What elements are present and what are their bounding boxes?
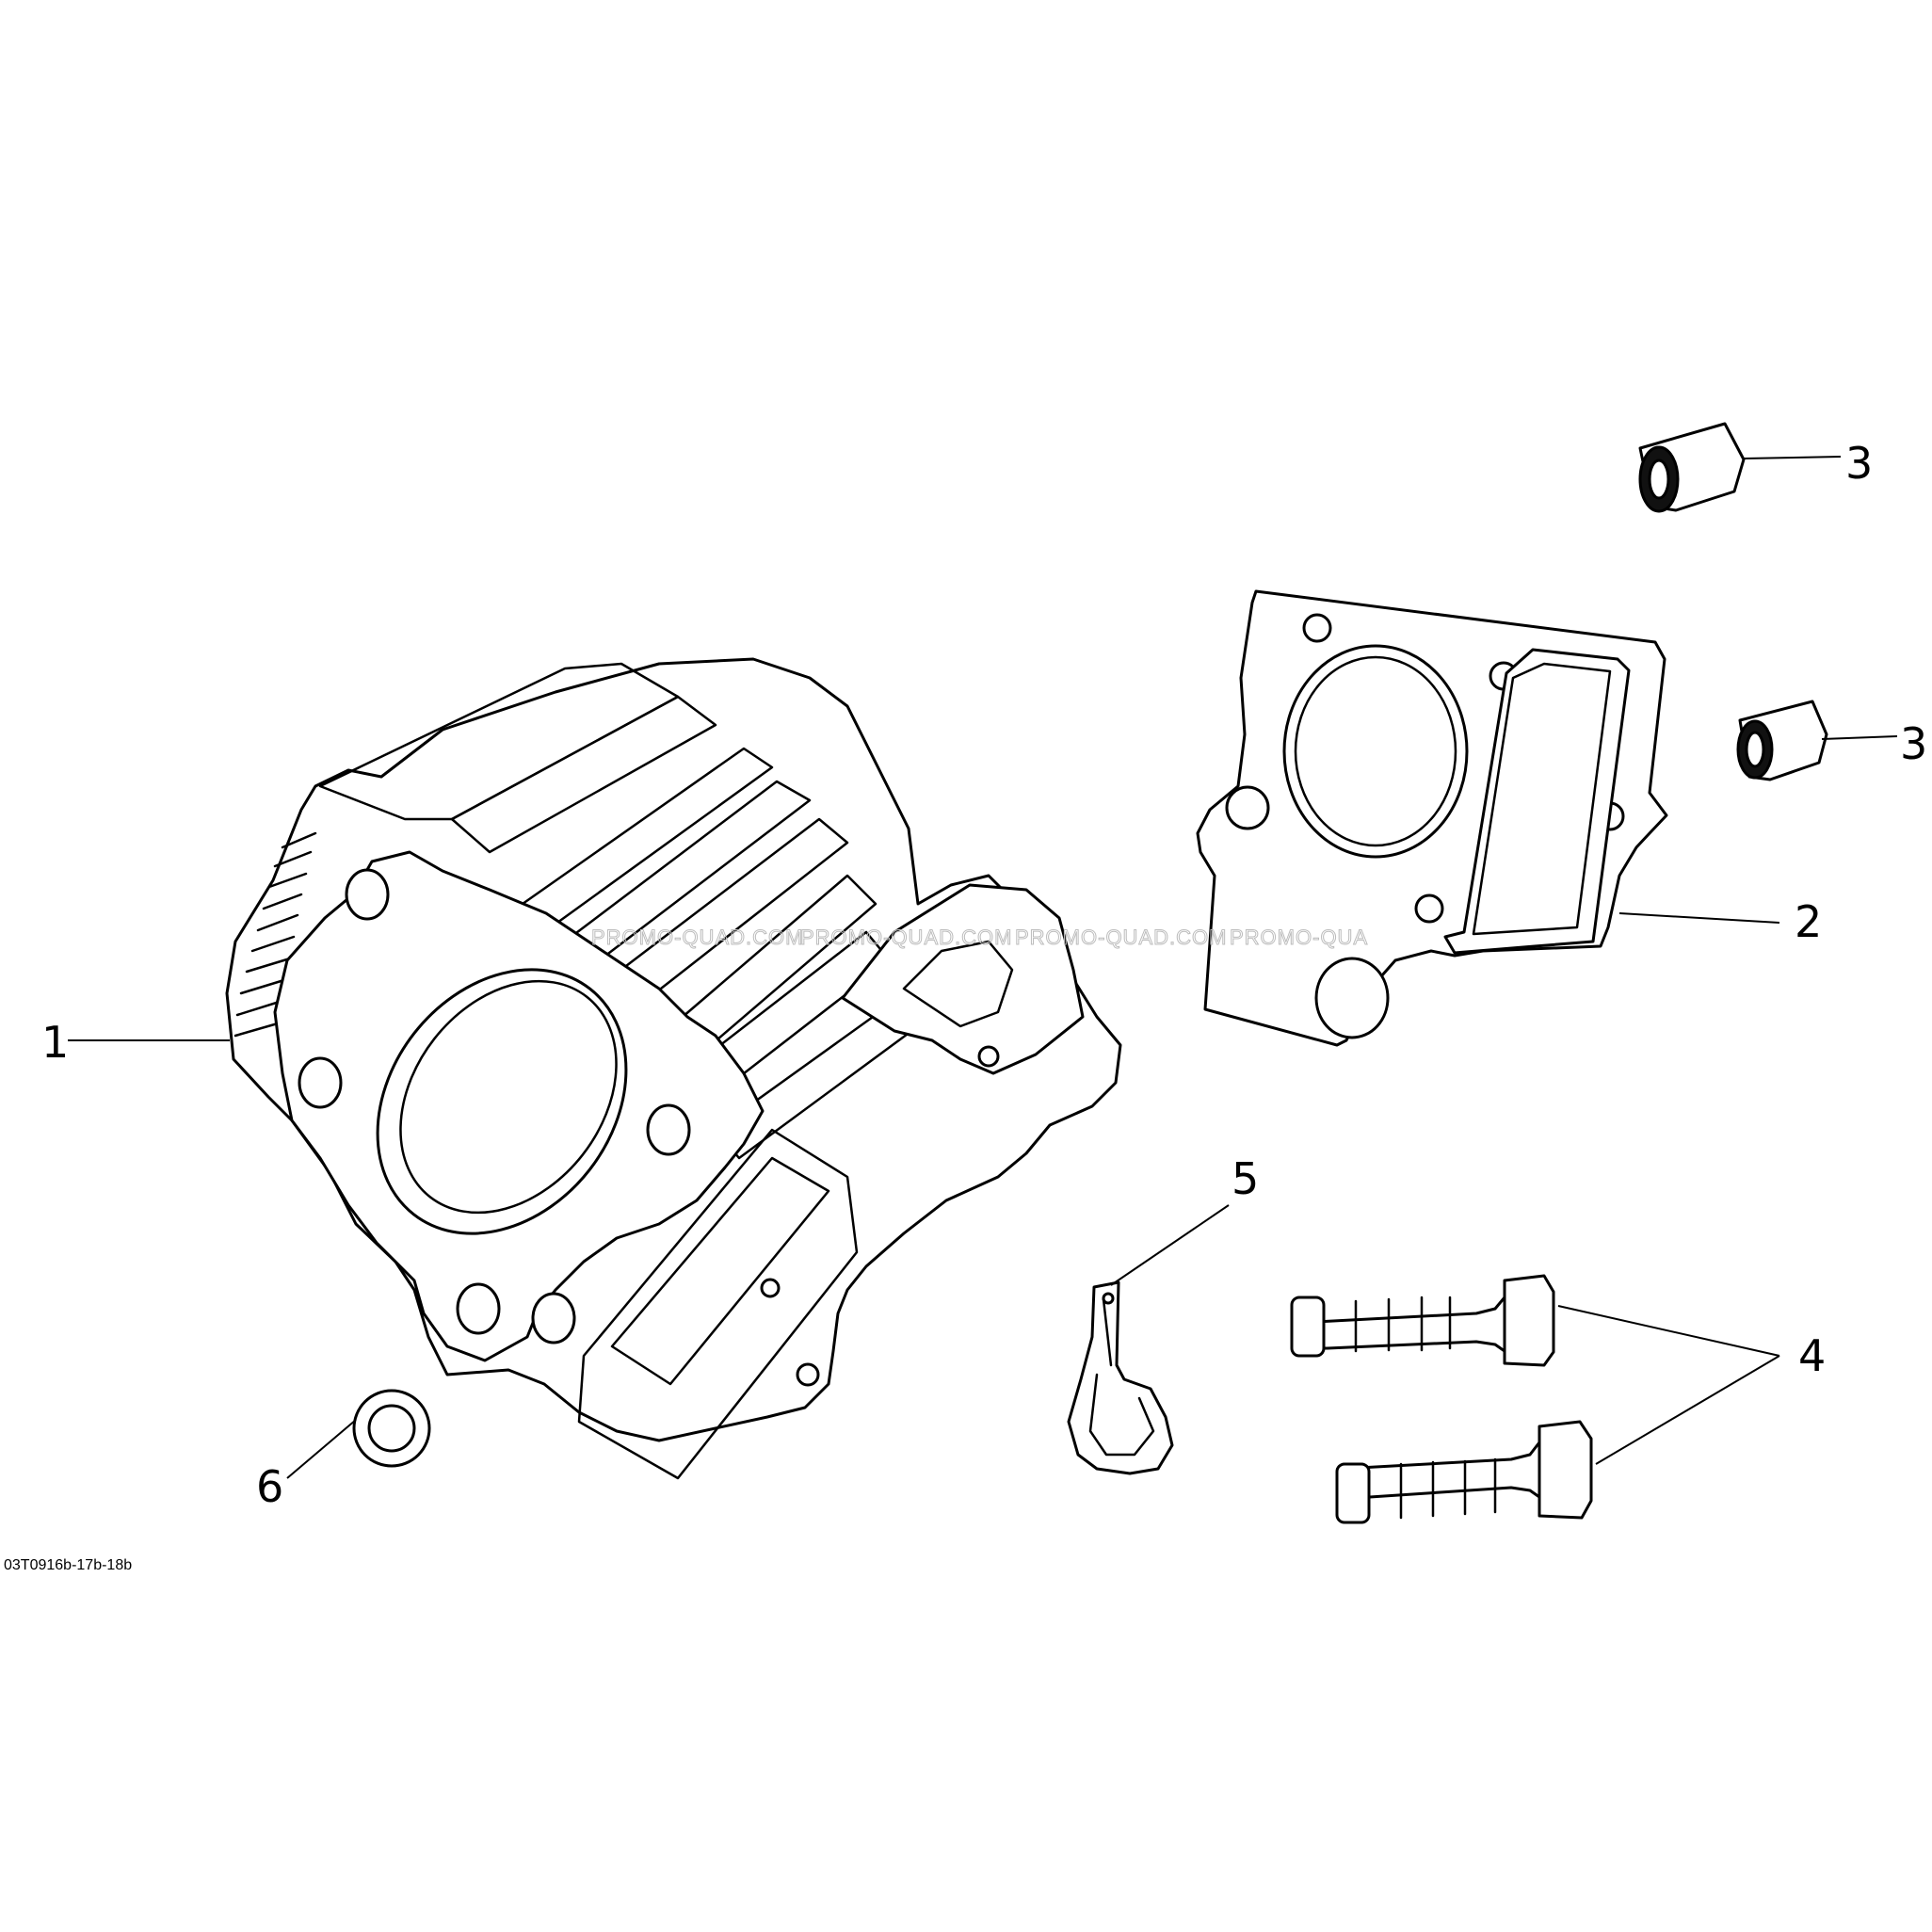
watermark-text: PROMO-QUAD.COM [1015,926,1227,949]
leader-line-5 [1110,1204,1230,1286]
leader-lines [68,456,1898,1479]
callout-5: 5 [1232,1153,1259,1204]
callout-6: 6 [256,1461,283,1512]
stud-bolt-icon [1290,1274,1555,1367]
cylinder-block-icon [225,657,1122,1480]
callout-labels: 1 2 3 3 4 5 6 [41,438,1927,1512]
callout-3: 3 [1845,438,1873,489]
leader-line-6 [286,1419,357,1479]
leader-line-3b [1821,735,1898,740]
watermark-text: PROMO-QUAD.COM [591,926,803,949]
dowel-pin-icon [1638,422,1746,513]
cylinder-head-gasket-icon [1196,589,1668,1047]
leader-line-4a [1557,1305,1780,1357]
callout-3: 3 [1900,718,1927,769]
callout-4: 4 [1798,1330,1826,1381]
dowel-pin-icon [1736,700,1828,781]
callout-1: 1 [41,1017,69,1068]
hose-clip-icon [1067,1280,1174,1475]
leader-line-3a [1743,456,1842,459]
watermark-text: PROMO-QUAD.COM [800,926,1012,949]
o-ring-icon [352,1389,431,1468]
leader-line-4b [1595,1355,1780,1465]
drawing-code: 03T0916b-17b-18b [4,1557,132,1573]
leader-line-2 [1618,912,1780,924]
watermark: PROMO-QUAD.COM PROMO-QUAD.COM PROMO-QUAD… [591,926,1368,950]
watermark-text: PROMO-QUA [1230,926,1368,949]
callout-2: 2 [1795,896,1822,947]
stud-bolt-icon [1335,1420,1593,1524]
